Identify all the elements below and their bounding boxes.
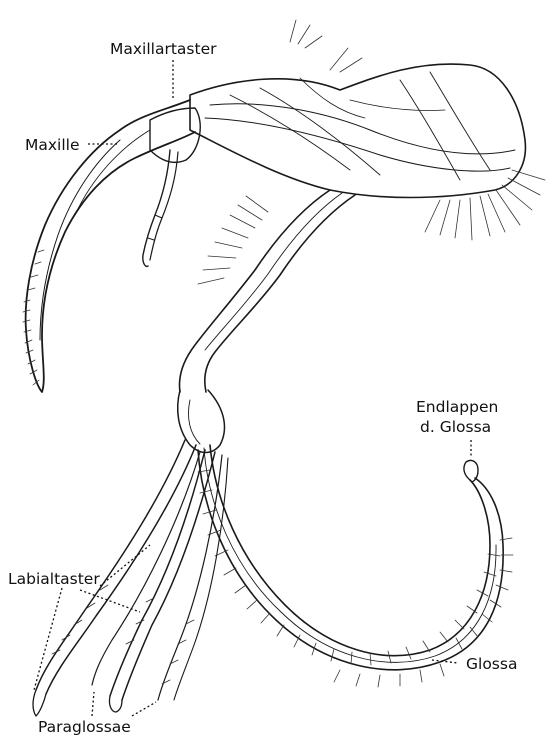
label-maxillartaster: Maxillartaster xyxy=(110,40,217,58)
label-labialtaster: Labialtaster xyxy=(8,570,100,588)
basal-structure xyxy=(190,20,545,240)
paraglossae xyxy=(92,452,228,700)
labialtaster-leader-b xyxy=(80,590,140,612)
paraglossae-leader-b xyxy=(132,702,156,716)
labium-stem xyxy=(178,190,355,453)
label-endlappen-line2: d. Glossa xyxy=(420,418,491,436)
labialtaster-leader-a xyxy=(34,588,62,690)
label-glossa: Glossa xyxy=(466,655,517,673)
label-endlappen-line1: Endlappen xyxy=(416,398,498,416)
paraglossae-leader-a xyxy=(92,692,94,716)
label-paraglossae: Paraglossae xyxy=(38,718,131,736)
label-maxille: Maxille xyxy=(25,136,80,154)
glossa xyxy=(198,440,513,687)
